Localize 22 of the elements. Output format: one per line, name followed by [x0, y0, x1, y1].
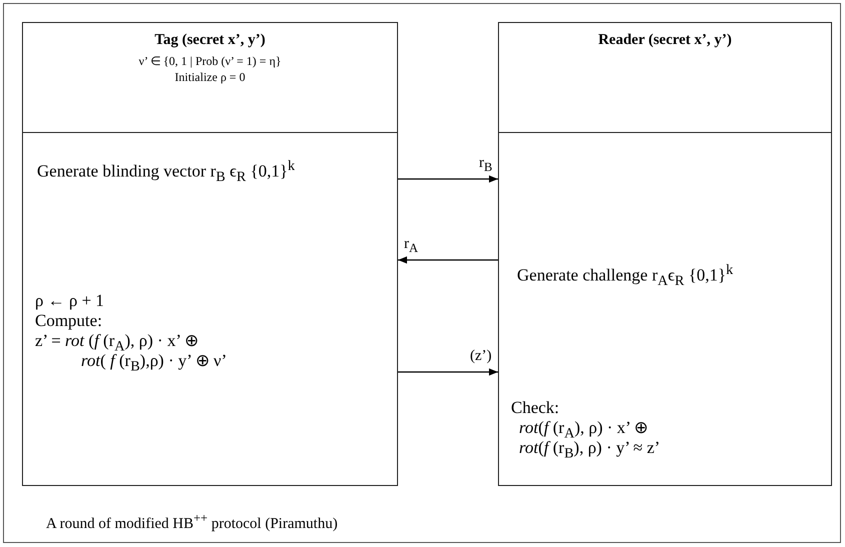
condition-text: ν’ ∈ {0, 1 | Prob (ν’ = 1) = η} [138, 53, 282, 70]
process-box [498, 132, 832, 486]
header-box [498, 22, 832, 133]
step-text: Check: [511, 399, 560, 417]
heading: Tag (secret x’, y’) [154, 31, 266, 49]
arrow [398, 256, 498, 264]
heading: Reader (secret x’, y’) [597, 31, 733, 49]
init-text: Initialize ρ = 0 [174, 69, 246, 86]
header-box [22, 22, 398, 133]
step-text: z’ = rot (f (r$_{A}$), ρ) · x’ ⊕ [35, 332, 198, 354]
step-text: Compute: [35, 312, 102, 330]
caption: A round of modified HB$^{++}$ protocol (Piramuthu) [46, 510, 338, 533]
edge-label: (z’) [468, 348, 494, 365]
step-text: ρ ← ρ + 1 [35, 292, 104, 310]
arrow [398, 175, 498, 183]
step-text: rot(f (r$_{B}$), ρ) · y’ ≈ z’ [519, 439, 660, 462]
step-text: rot(f (r$_{A}$), ρ) · x’ ⊕ [519, 419, 648, 442]
step-text: Generate blinding vector r$_{B}$ ϵ$_{R}$ {0,1}$^{k}$ [37, 157, 295, 186]
arrow [398, 368, 498, 376]
process-box [22, 132, 398, 486]
step-text: Generate challenge r$_{A}$ϵ$_{R}$ {0,1}$^{k}$ [517, 261, 734, 290]
step-text: rot( f (r$_{B}$),ρ) · y’ ⊕ ν’ [81, 352, 227, 376]
